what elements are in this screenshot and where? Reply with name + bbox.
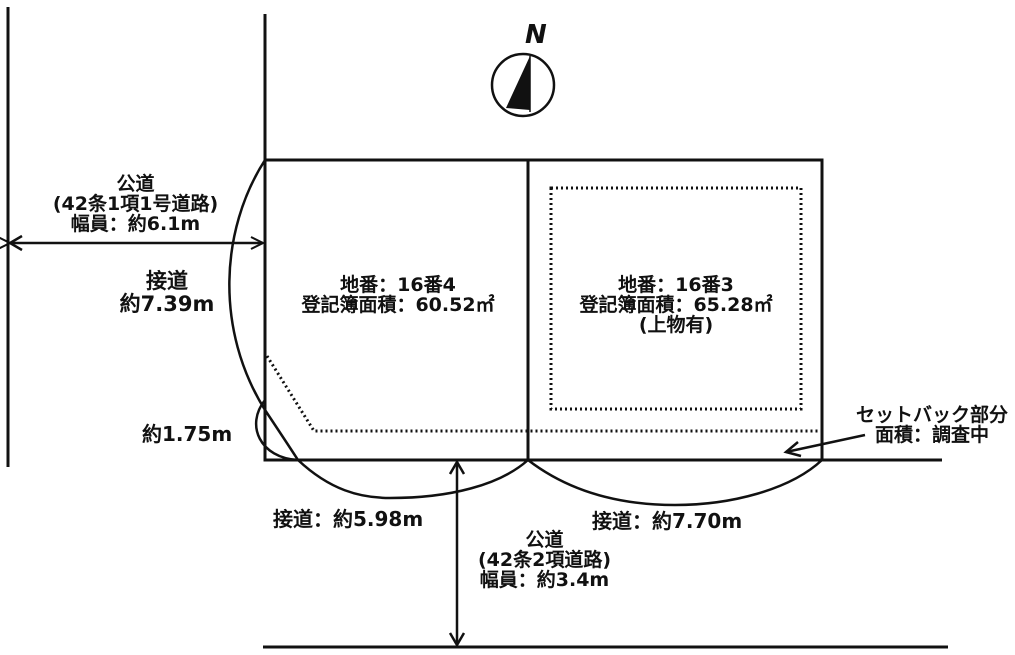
west-frontage-label: 接道 約7.39m — [108, 270, 226, 316]
setback-title: セットバック部分 — [855, 404, 1008, 426]
lot-16-4-label: 地番：16番4 登記簿面積：60.52㎡ — [280, 275, 516, 315]
south-left-frontage-arc — [297, 459, 529, 500]
lot-16-3-note: (上物有) — [638, 314, 714, 336]
setback-arrow-head — [783, 441, 802, 458]
west-arrow-head-left — [7, 234, 23, 252]
south-arrow-head-bottom — [448, 632, 466, 648]
south-left-frontage-label: 接道：約5.98m — [273, 507, 424, 531]
west-frontage-arc — [228, 159, 300, 461]
south-road-title: 公道 — [525, 529, 564, 551]
west-road-width: 幅員：約6.1m — [70, 213, 201, 235]
south-road-type: (42条2項道路) — [477, 549, 612, 571]
compass-north-label: N — [525, 20, 547, 50]
setback-area: 面積：調査中 — [874, 424, 989, 446]
south-arrow-head-top — [448, 459, 466, 475]
north-compass-icon — [490, 52, 556, 118]
south-right-frontage-label: 接道：約7.70m — [592, 509, 743, 533]
lot-16-4-number: 地番：16番4 — [340, 274, 456, 296]
setback-leader-arrow — [785, 433, 866, 454]
west-road-title: 公道 — [116, 173, 155, 195]
south-road-width: 幅員：約3.4m — [479, 569, 610, 591]
west-frontage-title: 接道 — [146, 269, 188, 293]
setback-line — [265, 355, 822, 433]
corner-cut-label: 約1.75m — [142, 422, 233, 446]
lot-16-3-label: 地番：16番3 登記簿面積：65.28㎡ (上物有) — [554, 275, 798, 335]
south-right-frontage-arc — [527, 459, 823, 507]
lot-16-3-number: 地番：16番3 — [618, 274, 734, 296]
west-road-type: (42条1項1号道路) — [52, 193, 219, 215]
corner-cut-arc — [254, 399, 299, 462]
lot-16-3-area: 登記簿面積：65.28㎡ — [579, 294, 773, 316]
existing-building-outline — [549, 186, 803, 411]
west-frontage-value: 約7.39m — [119, 292, 215, 316]
west-road-label: 公道 (42条1項1号道路) 幅員：約6.1m — [28, 174, 243, 234]
south-road-label: 公道 (42条2項道路) 幅員：約3.4m — [462, 530, 627, 590]
setback-label: セットバック部分 面積：調査中 — [852, 405, 1012, 445]
lot-16-4-area: 登記簿面積：60.52㎡ — [301, 294, 495, 316]
